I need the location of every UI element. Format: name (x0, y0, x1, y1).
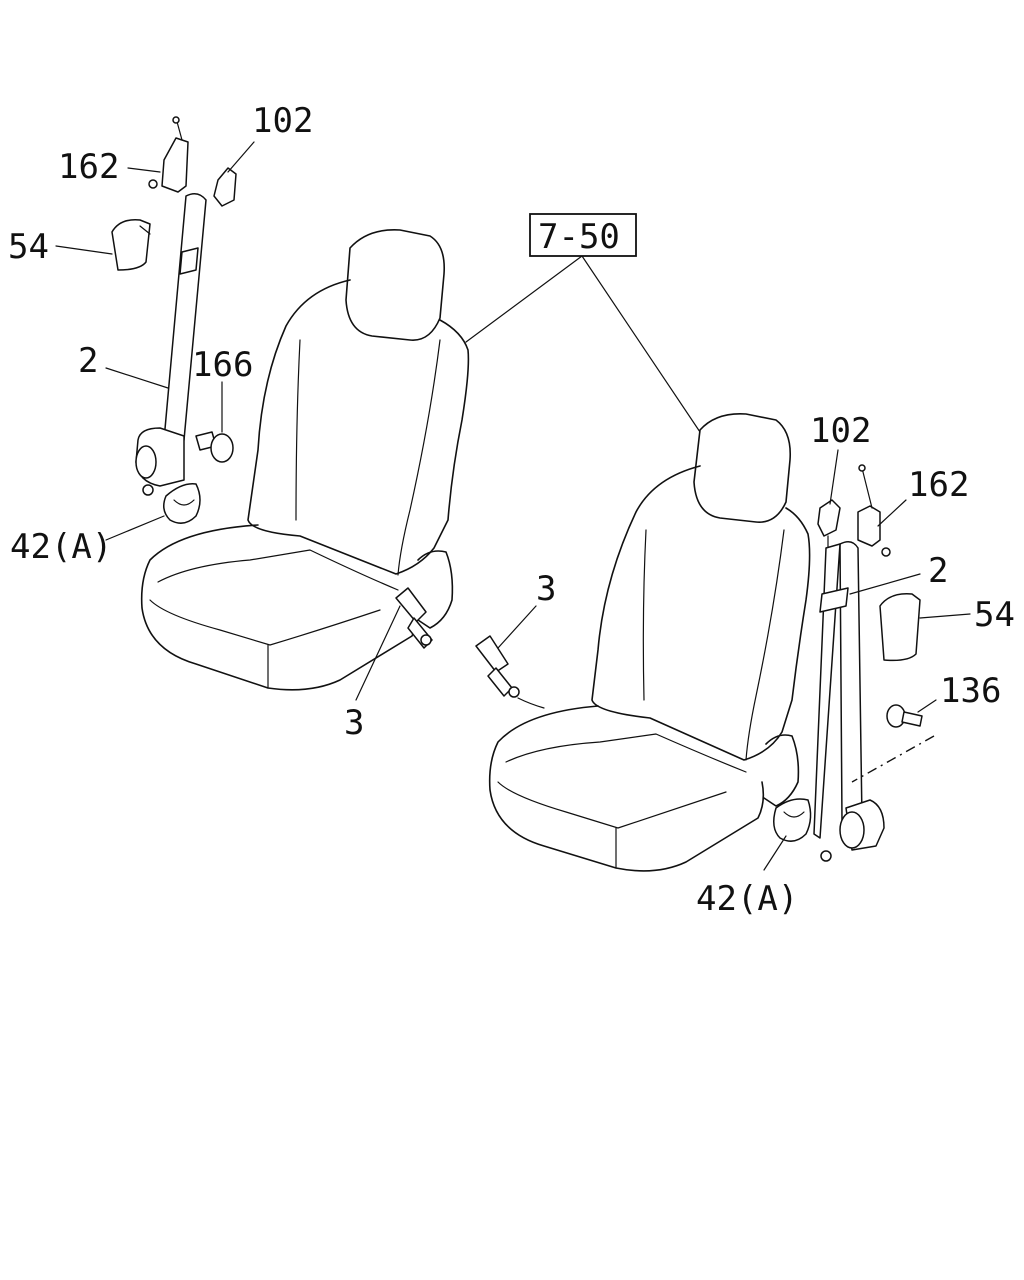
left-leader-lines (55, 141, 401, 701)
left-seat-belt-assembly (111, 116, 433, 649)
right-seat-belt-assembly (475, 464, 935, 862)
ref-box (529, 213, 637, 257)
label-right-42a: 42(A) (696, 879, 798, 919)
label-left-166: 166 (192, 345, 253, 385)
right-clip-102 (817, 499, 841, 537)
right-cover-42a (773, 798, 812, 842)
left-seat (140, 229, 470, 691)
right-belt-webbing (839, 541, 863, 823)
label-left-3: 3 (344, 703, 364, 743)
right-bolt-136 (886, 704, 906, 728)
left-belt-webbing (163, 193, 207, 441)
callout-labels: 102 162 54 2 166 42(A) 3 7-50 102 162 2 … (8, 101, 1015, 919)
right-anchor-162 (857, 505, 881, 547)
left-clip-102 (213, 167, 237, 207)
label-right-136: 136 (940, 671, 1001, 711)
ref-box-leaders (465, 255, 701, 433)
label-left-42a: 42(A) (10, 527, 112, 567)
label-right-3: 3 (536, 569, 556, 609)
left-buckle-3 (395, 587, 427, 623)
left-bolt-icon (148, 179, 158, 189)
label-right-162: 162 (908, 465, 969, 505)
right-seat (488, 413, 811, 872)
right-leader-lines (497, 449, 971, 871)
label-left-162: 162 (58, 147, 119, 187)
label-ref-7-50: 7-50 (538, 217, 620, 257)
label-left-54: 54 (8, 227, 49, 267)
left-cover-54 (111, 219, 151, 271)
label-right-2: 2 (928, 551, 948, 591)
label-right-102: 102 (810, 411, 871, 451)
right-buckle-3 (475, 635, 509, 673)
left-cover-42a (163, 483, 201, 524)
right-cover-54 (879, 593, 921, 662)
label-left-102: 102 (252, 101, 313, 141)
label-left-2: 2 (78, 341, 98, 381)
label-right-54: 54 (974, 595, 1015, 635)
left-anchor-162 (161, 137, 189, 193)
